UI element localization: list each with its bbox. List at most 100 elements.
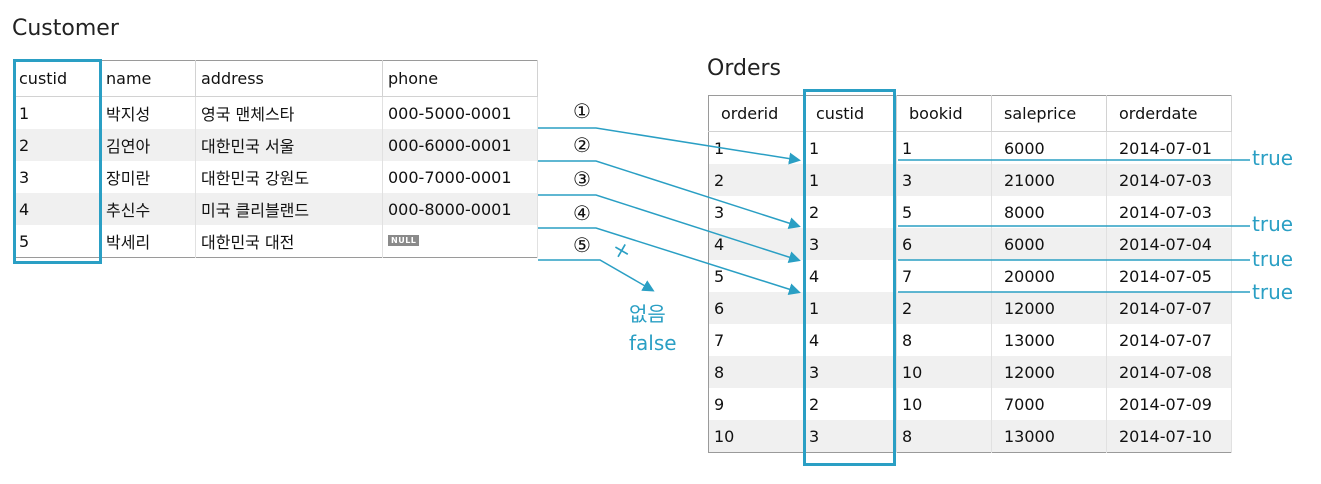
- orders-cell-orderid: 6: [708, 292, 804, 324]
- arrow-1: [538, 127, 801, 165]
- orders-cell-custid: 4: [803, 324, 897, 356]
- marker-4: ④: [573, 201, 591, 225]
- orders-table-title: Orders: [707, 56, 781, 81]
- orders-cell-bookid: 6: [896, 228, 992, 260]
- customer-cell-custid: 5: [14, 225, 101, 258]
- customer-col-phone: phone: [382, 60, 538, 97]
- customer-col-address: address: [195, 60, 383, 97]
- customer-cell-name: 박지성: [100, 96, 196, 129]
- orders-cell-orderdate: 2014-07-07: [1106, 292, 1232, 324]
- orders-cell-saleprice: 6000: [991, 131, 1107, 164]
- orders-cell-orderid: 10: [708, 420, 804, 453]
- arrow-5-fail: [538, 259, 655, 292]
- orders-cell-bookid: 2: [896, 292, 992, 324]
- orders-cell-custid: 1: [803, 292, 897, 324]
- orders-cell-saleprice: 13000: [991, 324, 1107, 356]
- customer-header-row: custid name address phone: [14, 60, 538, 97]
- customer-cell-address: 미국 클리블랜드: [195, 193, 383, 225]
- orders-cell-bookid: 1: [896, 131, 992, 164]
- orders-custid-highlight: [803, 89, 896, 466]
- customer-cell-name: 박세리: [100, 225, 196, 258]
- customer-cell-phone: 000-7000-0001: [382, 161, 538, 193]
- arrow-3: [538, 194, 801, 263]
- orders-cell-custid: 3: [803, 356, 897, 388]
- customer-cell-name: 추신수: [100, 193, 196, 225]
- customer-cell-name: 장미란: [100, 161, 196, 193]
- orders-cell-orderdate: 2014-07-01: [1106, 131, 1232, 164]
- orders-cell-saleprice: 12000: [991, 292, 1107, 324]
- orders-cell-custid: 3: [803, 420, 897, 453]
- false-label: false: [629, 331, 677, 355]
- orders-cell-bookid: 7: [896, 260, 992, 292]
- orders-cell-bookid: 5: [896, 196, 992, 228]
- orders-cell-orderdate: 2014-07-03: [1106, 196, 1232, 228]
- orders-cell-orderdate: 2014-07-10: [1106, 420, 1232, 453]
- orders-cell-saleprice: 20000: [991, 260, 1107, 292]
- orders-cell-custid: 2: [803, 388, 897, 420]
- orders-cell-bookid: 10: [896, 356, 992, 388]
- orders-cell-custid: 3: [803, 228, 897, 260]
- missing-label: 없음: [629, 302, 666, 326]
- orders-col-bookid: bookid: [896, 95, 992, 132]
- customer-cell-address: 대한민국 서울: [195, 129, 383, 161]
- orders-cell-orderid: 2: [708, 164, 804, 196]
- customer-cell-address: 대한민국 강원도: [195, 161, 383, 193]
- orders-col-orderdate: orderdate: [1106, 95, 1232, 132]
- customer-cell-phone: 000-6000-0001: [382, 129, 538, 161]
- marker-1: ①: [573, 99, 591, 123]
- orders-table: orderid custid bookid saleprice orderdat…: [708, 95, 1232, 453]
- orders-cell-custid: 1: [803, 164, 897, 196]
- true-label-2: true: [1252, 212, 1294, 236]
- orders-cell-orderdate: 2014-07-04: [1106, 228, 1232, 260]
- orders-cell-bookid: 8: [896, 324, 992, 356]
- arrow-4: [538, 227, 801, 296]
- true-label-3: true: [1252, 247, 1294, 271]
- customer-cell-name: 김연아: [100, 129, 196, 161]
- true-label-4: true: [1252, 280, 1294, 304]
- marker-2: ②: [573, 133, 591, 157]
- customer-cell-address: 대한민국 대전: [195, 225, 383, 258]
- orders-cell-bookid: 10: [896, 388, 992, 420]
- customer-table-title: Customer: [12, 16, 119, 41]
- orders-cell-custid: 4: [803, 260, 897, 292]
- true-label-1: true: [1252, 146, 1294, 170]
- orders-cell-saleprice: 8000: [991, 196, 1107, 228]
- orders-cell-custid: 2: [803, 196, 897, 228]
- orders-header-row: orderid custid bookid saleprice orderdat…: [708, 95, 1232, 132]
- orders-col-saleprice: saleprice: [991, 95, 1107, 132]
- orders-cell-saleprice: 12000: [991, 356, 1107, 388]
- orders-cell-orderid: 7: [708, 324, 804, 356]
- orders-cell-bookid: 8: [896, 420, 992, 453]
- orders-cell-saleprice: 7000: [991, 388, 1107, 420]
- marker-3: ③: [573, 167, 591, 191]
- orders-cell-bookid: 3: [896, 164, 992, 196]
- customer-cell-phone: 000-8000-0001: [382, 193, 538, 225]
- customer-custid-highlight: [13, 59, 102, 264]
- customer-col-name: name: [100, 60, 196, 97]
- orders-cell-saleprice: 6000: [991, 228, 1107, 260]
- orders-cell-saleprice: 13000: [991, 420, 1107, 453]
- customer-cell-custid: 3: [14, 161, 101, 193]
- orders-cell-orderid: 8: [708, 356, 804, 388]
- orders-cell-orderdate: 2014-07-08: [1106, 356, 1232, 388]
- orders-cell-orderdate: 2014-07-05: [1106, 260, 1232, 292]
- orders-cell-orderid: 9: [708, 388, 804, 420]
- orders-cell-custid: 1: [803, 131, 897, 164]
- customer-cell-phone: 000-5000-0001: [382, 96, 538, 129]
